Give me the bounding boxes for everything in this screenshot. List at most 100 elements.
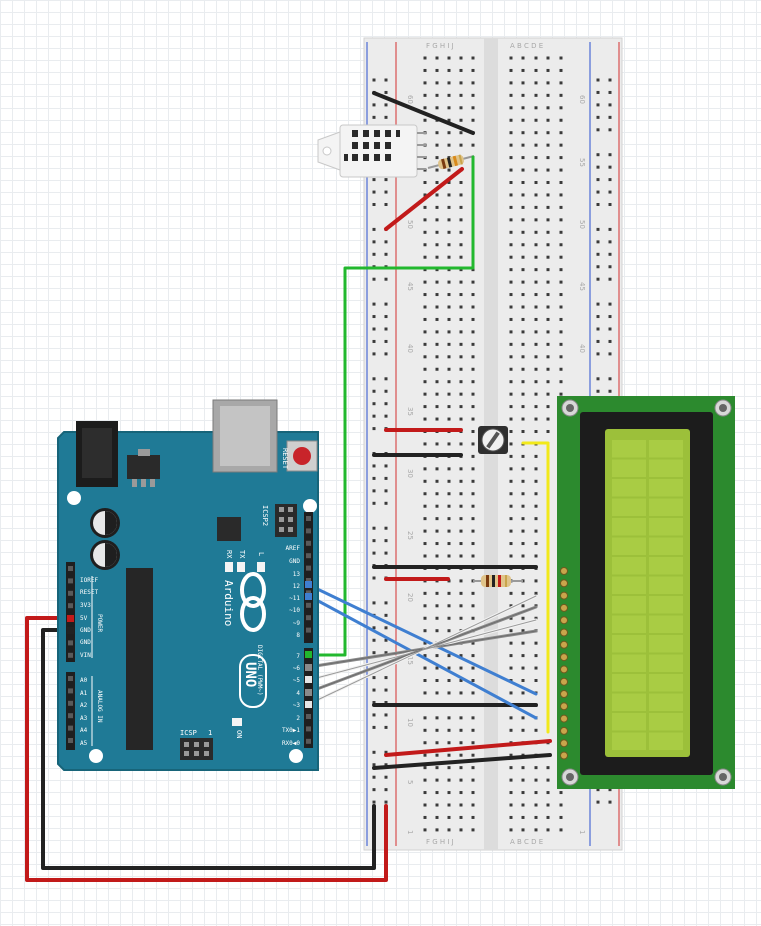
rail-hole: [372, 526, 376, 530]
breadboard-hole: [435, 168, 439, 172]
breadboard-hole: [521, 604, 525, 608]
breadboard-hole: [546, 56, 550, 60]
breadboard-hole: [471, 666, 475, 670]
breadboard-hole: [471, 517, 475, 521]
breadboard-hole: [447, 467, 451, 471]
breadboard-hole: [509, 778, 513, 782]
lcd-pin: [560, 603, 568, 612]
breadboard-hole: [459, 193, 463, 197]
breadboard-hole: [459, 691, 463, 695]
breadboard-hole: [447, 417, 451, 421]
rail-hole: [384, 775, 388, 779]
breadboard-hole: [521, 679, 525, 682]
breadboard-hole: [521, 243, 525, 247]
rail-hole: [384, 713, 388, 717]
potentiometer: [478, 426, 508, 454]
breadboard-hole: [534, 554, 538, 558]
lcd-pin: [560, 653, 568, 662]
breadboard-hole: [509, 529, 513, 533]
breadboard-hole: [423, 479, 427, 483]
breadboard-hole: [521, 778, 525, 782]
lcd-header-pins: [560, 567, 568, 760]
rail-hole: [372, 476, 376, 480]
pin-label-a4: A4: [80, 727, 88, 734]
breadboard-hole: [471, 81, 475, 85]
breadboard-hole: [459, 591, 463, 595]
breadboard-hole: [459, 380, 463, 384]
rail-hole: [384, 352, 388, 356]
rx-label: RX: [225, 550, 233, 559]
breadboard-hole: [559, 803, 563, 807]
breadboard-hole: [534, 56, 538, 60]
lcd-pin: [560, 690, 568, 698]
breadboard-hole: [471, 454, 475, 458]
rail-hole: [372, 78, 376, 82]
rail-hole: [384, 302, 388, 306]
breadboard-hole: [471, 753, 475, 757]
icsp-label: ICSP: [180, 729, 197, 737]
breadboard-hole: [546, 355, 550, 359]
header-pin: [306, 528, 311, 534]
breadboard-hole: [534, 791, 538, 795]
rail-hole: [372, 775, 376, 779]
pin-label-reset: RESET: [80, 589, 98, 596]
header-pin: [306, 540, 311, 546]
breadboard-hole: [423, 218, 427, 222]
lcd-cell: [649, 732, 683, 750]
power-pin-labels: IOREF RESET 3V3 5V GND GND VIN: [80, 577, 98, 659]
breadboard-hole: [459, 181, 463, 184]
breadboard-hole: [521, 131, 525, 135]
breadboard-hole: [546, 417, 550, 421]
breadboard-hole: [471, 542, 475, 546]
pin-label-9: ~9: [293, 620, 301, 627]
breadboard-hole: [534, 679, 538, 682]
breadboard-hole: [435, 143, 439, 147]
breadboard-hole: [521, 268, 525, 272]
pin-label-6: ~6: [293, 665, 301, 672]
breadboard-hole: [435, 815, 439, 819]
breadboard-hole: [447, 367, 451, 371]
column-letters-right: A B C D E: [510, 42, 543, 50]
lcd-cell: [612, 518, 646, 536]
breadboard-hole: [471, 118, 475, 122]
rail-hole: [372, 539, 376, 543]
breadboard-hole: [423, 766, 427, 770]
breadboard-hole: [447, 529, 451, 533]
breadboard-hole: [423, 591, 427, 595]
breadboard-hole: [509, 454, 513, 458]
pin-label-a5: A5: [80, 740, 88, 747]
breadboard-hole: [509, 118, 513, 122]
breadboard-hole: [534, 641, 538, 645]
rail-hole: [384, 626, 388, 630]
breadboard-hole: [509, 629, 513, 633]
breadboard-hole: [509, 380, 513, 384]
breadboard-hole: [521, 317, 525, 321]
model-label: UNO: [242, 662, 258, 687]
breadboard-hole: [521, 629, 525, 633]
rail-hole: [384, 178, 388, 182]
header-pin: [68, 566, 73, 571]
arduino-wire-ends: [67, 581, 312, 708]
breadboard-hole: [447, 293, 451, 297]
breadboard-hole: [447, 181, 451, 184]
breadboard-hole: [534, 591, 538, 595]
pin-label-a2: A2: [80, 702, 88, 709]
breadboard-hole: [459, 479, 463, 483]
breadboard-hole: [546, 168, 550, 172]
breadboard-hole: [509, 467, 513, 471]
on-label: ON: [235, 730, 243, 738]
breadboard-hole: [534, 280, 538, 284]
breadboard-hole: [546, 205, 550, 209]
rail-hole: [372, 501, 376, 505]
rail-hole: [372, 352, 376, 356]
breadboard-hole: [509, 479, 513, 483]
breadboard-hole: [447, 504, 451, 508]
breadboard-hole: [559, 330, 563, 334]
breadboard-hole: [534, 118, 538, 122]
power-header-label: POWER: [96, 614, 103, 632]
breadboard-hole: [447, 193, 451, 197]
breadboard-hole: [471, 803, 475, 807]
rail-hole: [596, 377, 600, 381]
breadboard-hole: [435, 56, 439, 60]
breadboard-hole: [546, 218, 550, 222]
